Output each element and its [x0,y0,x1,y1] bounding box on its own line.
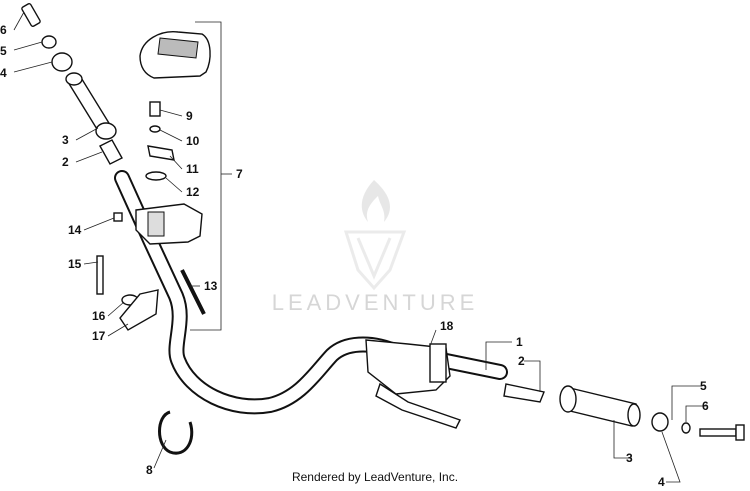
callout-5-right: 5 [700,379,707,393]
callout-3-right: 3 [626,451,633,465]
switch-hardware-stack [145,101,175,181]
assembly-bracket [190,21,222,331]
callout-11: 11 [186,162,199,176]
watermark-text: LEADVENTURE [272,290,479,315]
switch-housing-cover [139,31,211,79]
screw-13 [180,269,206,315]
callout-16: 16 [92,309,106,323]
callout-7: 7 [236,167,243,181]
callout-5-left: 5 [0,44,7,58]
throttle-housing [365,339,461,429]
callout-4-right: 4 [658,475,665,489]
callout-14: 14 [68,223,82,237]
callout-6-left: 6 [0,23,7,37]
left-grip-sleeve [99,139,123,165]
retaining-clip [158,410,194,455]
screw-14 [113,212,123,222]
callout-2-right: 2 [518,354,525,368]
callout-9: 9 [186,109,193,123]
callout-labels: 6 5 4 3 2 9 10 11 12 7 14 15 13 16 17 8 … [0,23,709,489]
callout-4-left: 4 [0,66,7,80]
callout-6-right: 6 [702,399,709,413]
right-end-plug [651,412,669,432]
callout-1: 1 [516,335,523,349]
left-washer [41,35,57,49]
right-grip [559,385,641,427]
switch-lower-housing [135,203,203,245]
callout-8: 8 [146,463,153,477]
callout-2-left: 2 [62,155,69,169]
leader-lines [13,11,706,483]
left-end-plug [51,52,73,72]
left-grip [65,72,117,140]
callout-15: 15 [68,257,82,271]
leadventure-logo [343,180,407,291]
callout-10: 10 [186,134,200,148]
render-credit: Rendered by LeadVenture, Inc. [291,470,459,484]
callout-12: 12 [186,185,200,199]
left-end-bolt [21,3,41,27]
callout-18: 18 [440,319,454,333]
clamp-parts [119,289,159,331]
callout-3-left: 3 [62,133,69,147]
right-washer [681,422,691,434]
screw-15 [96,255,104,295]
right-grip-sleeve [503,383,545,403]
right-end-bolt [699,424,745,441]
callout-13: 13 [204,279,218,293]
callout-17: 17 [92,329,106,343]
